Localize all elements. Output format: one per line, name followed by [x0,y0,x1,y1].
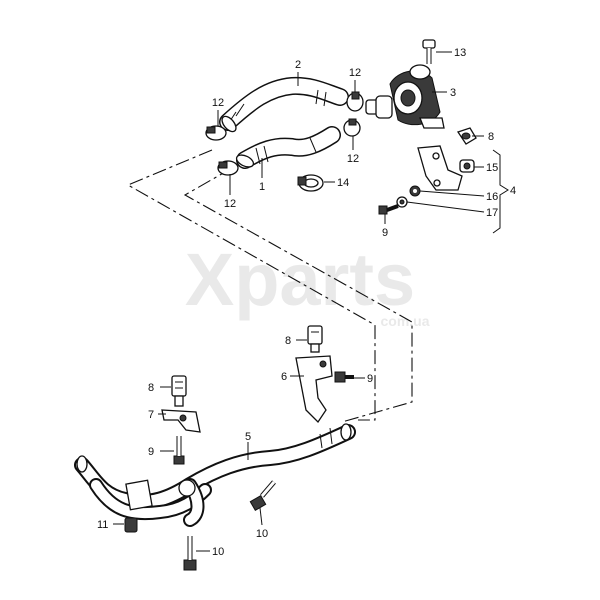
leader-lines [113,51,509,552]
bolt-10-bottom [183,536,197,571]
callout-labels: 2 1 3 4 5 6 7 8 8 8 9 9 9 10 10 11 12 12… [97,47,516,558]
pump-3 [365,64,445,129]
clamp-12-right-upper [346,91,364,112]
watermark-sub: com.ua [380,313,429,329]
grommet-8-left [171,375,187,407]
bolt-13 [422,39,436,64]
watermark-main: Xparts [185,238,415,321]
bracket-7 [161,409,201,433]
callout-12-left-upper: 12 [212,97,224,109]
callout-9-right: 9 [367,373,373,385]
bolt-9-right [334,371,354,383]
washer-16 [409,185,421,197]
hose-2 [219,76,349,133]
callout-2: 2 [295,59,301,71]
callout-7: 7 [148,409,154,421]
bolt-10-middle [249,480,276,512]
bolt-9-upper [378,204,399,215]
bolt-9-left [173,436,185,465]
callout-10-middle: 10 [256,528,268,540]
pipe-5 [74,423,356,527]
callout-13: 13 [454,47,466,59]
callout-3: 3 [450,87,456,99]
clamp-12-left-lower [217,160,239,176]
callout-17: 17 [486,207,498,219]
callout-14: 14 [337,177,349,189]
callout-15: 15 [486,162,498,174]
bracket-4 [417,145,463,191]
callout-12-right-lower: 12 [347,153,359,165]
callout-12-left-lower: 12 [224,198,236,210]
callout-8-upper: 8 [488,131,494,143]
callout-9-upper: 9 [382,227,388,239]
callout-9-left: 9 [148,446,154,458]
clamp-12-right-lower [343,118,361,137]
callout-8-middle: 8 [285,335,291,347]
callout-8-left: 8 [148,382,154,394]
callout-1: 1 [259,181,265,193]
callout-4: 4 [510,185,516,197]
grommet-8-middle [307,325,323,353]
callout-12-right-upper: 12 [349,67,361,79]
callout-11: 11 [97,519,108,531]
clamp-14 [297,174,324,192]
nut-15 [459,159,475,173]
callout-5: 5 [245,431,251,443]
callout-10-bottom: 10 [212,546,224,558]
clamp-12-left-upper [205,125,227,141]
grommet-8-upper [456,127,477,145]
washer-17 [396,196,408,208]
callout-16: 16 [486,191,498,203]
callout-6: 6 [281,371,287,383]
hose-1 [235,126,341,169]
bracket-6 [295,355,333,424]
nut-11 [124,517,138,533]
routing-lines [126,149,413,423]
